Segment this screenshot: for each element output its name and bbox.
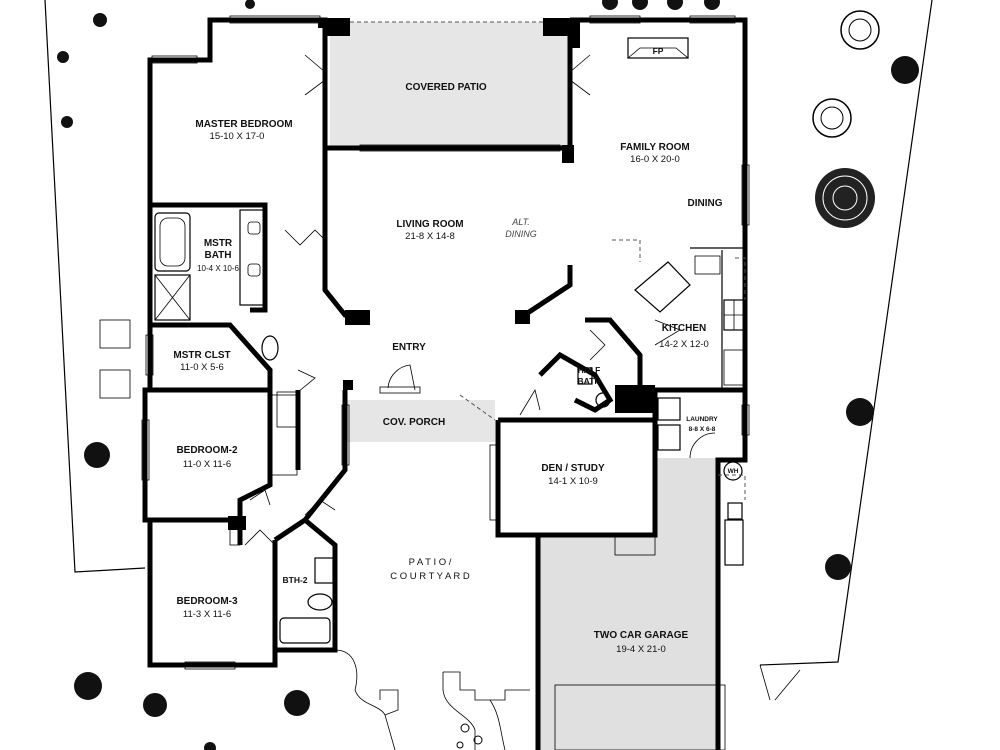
refrigerator-icon [723, 349, 745, 386]
entry-label: ENTRY [392, 342, 426, 353]
shrub-icon [93, 13, 107, 27]
dryer-icon [657, 424, 681, 451]
bathtub-icon [279, 617, 331, 644]
shrub-icon [284, 690, 310, 716]
walkway [334, 649, 530, 750]
garage-slab-line [554, 684, 726, 750]
toilet-icon [307, 593, 333, 611]
tree-icon [840, 10, 880, 50]
garage-label: TWO CAR GARAGE [594, 630, 689, 641]
half-bath-label-2: BATH [578, 376, 601, 386]
landscape-shrubs [57, 0, 919, 750]
bedroom-3-label: BEDROOM-3 [176, 596, 238, 607]
fireplace-label: FP [653, 46, 664, 56]
shrub-icon [61, 116, 73, 128]
garage-dim: 19-4 X 21-0 [616, 644, 666, 655]
kitchen-island-icon [634, 261, 691, 313]
shrub-icon [143, 693, 167, 717]
stepping-pads [99, 319, 131, 399]
kitchen-dim: 14-2 X 12-0 [659, 339, 709, 350]
toilet-icon [261, 335, 279, 361]
bedroom-2-dim: 11-0 X 11-6 [183, 459, 231, 470]
shrub-icon [57, 51, 69, 63]
sink-icon [314, 557, 334, 584]
fixtures [154, 37, 745, 644]
bedroom-3-dim: 11-3 X 11-6 [183, 609, 231, 620]
den-study-dim: 14-1 X 10-9 [548, 476, 598, 487]
master-bedroom-dim: 15-10 X 17-0 [210, 131, 265, 142]
kitchen-label: KITCHEN [662, 323, 706, 334]
washer-icon [657, 397, 681, 421]
alt-dining-label-1: ALT. [511, 217, 530, 227]
vanity-icon [239, 209, 266, 306]
room-labels: COVERED PATIO MASTER BEDROOM 15-10 X 17-… [173, 46, 738, 655]
shrub-icon [84, 442, 110, 468]
shrub-icon [846, 398, 874, 426]
half-bath-label-1: HALF [578, 365, 601, 375]
shrub-icon [891, 56, 919, 84]
family-room-dim: 16-0 X 20-0 [630, 154, 680, 165]
shrub-icon [825, 554, 851, 580]
dining-label: DINING [688, 198, 723, 209]
garage-floor [538, 458, 718, 750]
alt-dining-label-2: DINING [505, 229, 537, 239]
patio-courtyard-label-1: P A T I O / [409, 557, 452, 568]
living-room-dim: 21-8 X 14-8 [405, 231, 455, 242]
shower-icon [154, 274, 191, 321]
mstr-clst-dim: 11-0 X 5-6 [180, 362, 224, 373]
shrub-icon [74, 672, 102, 700]
mstr-bath-dim: 10-4 X 10-6 [197, 264, 239, 273]
patio-courtyard-label-2: C O U R T Y A R D [390, 571, 470, 582]
water-heater-label: WH [728, 468, 739, 475]
windows [141, 15, 750, 670]
tree-icon [812, 98, 852, 138]
living-room-label: LIVING ROOM [396, 219, 463, 230]
bathtub-icon [154, 212, 191, 272]
mstr-bath-label-1: MSTR [204, 238, 233, 249]
interior-walls [150, 202, 745, 545]
laundry-dim: 8-8 X 6-8 [689, 426, 716, 433]
doors [244, 54, 716, 546]
lot-lines [44, 0, 933, 701]
cov-porch-label: COV. PORCH [383, 417, 445, 428]
exterior-walls [142, 17, 748, 750]
toilet-icon [595, 392, 611, 408]
den-study-label: DEN / STUDY [541, 463, 605, 474]
cov-porch-floor [345, 400, 495, 442]
water-heater-icon [723, 461, 743, 481]
master-bedroom-label: MASTER BEDROOM [195, 119, 292, 130]
sink-icon [577, 367, 593, 385]
wall-piers [228, 18, 655, 530]
tree-icon [815, 168, 875, 228]
bedroom-2-label: BEDROOM-2 [176, 445, 238, 456]
mstr-bath-label-2: BATH [204, 250, 231, 261]
bth-2-label: BTH-2 [282, 575, 307, 585]
covered-patio-label: COVERED PATIO [405, 82, 487, 93]
family-room-label: FAMILY ROOM [620, 142, 689, 153]
mstr-clst-label: MSTR CLST [173, 350, 230, 361]
dashed-lines [350, 21, 746, 500]
covered-patio-floor [330, 22, 570, 150]
laundry-label: LAUNDRY [686, 416, 718, 423]
